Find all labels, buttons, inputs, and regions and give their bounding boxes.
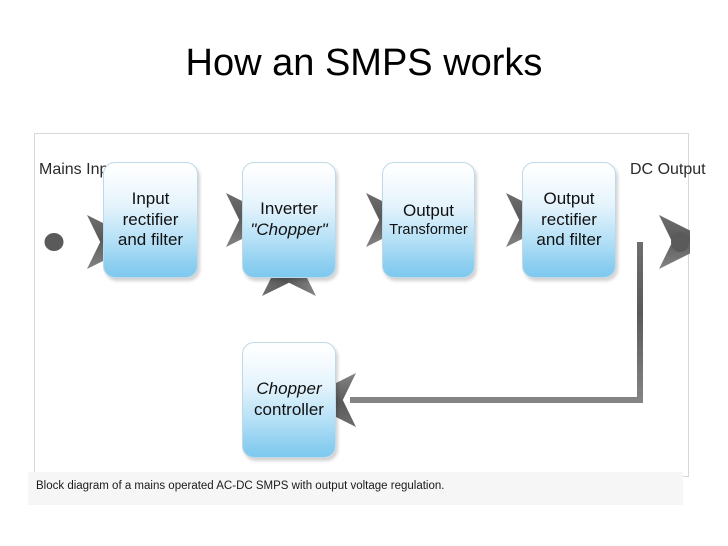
diagram-frame: Mains Input DC Output Input rectifier an… bbox=[34, 133, 706, 477]
figure-caption: Block diagram of a mains operated AC-DC … bbox=[36, 480, 445, 492]
block-chopper-controller-line2: controller bbox=[254, 400, 324, 419]
block-inverter-line2: "Chopper" bbox=[250, 220, 328, 239]
block-input-rectifier-line2: rectifier bbox=[122, 209, 179, 229]
block-output-rectifier-line3: and filter bbox=[536, 230, 602, 250]
block-chopper-controller-line1: Chopper bbox=[256, 379, 322, 399]
block-output-rectifier-line1: Output bbox=[543, 188, 595, 208]
block-inverter-chopper[interactable]: Inverter "Chopper" bbox=[242, 162, 336, 278]
block-output-transformer[interactable]: Output Transformer bbox=[382, 162, 475, 278]
mains-input-label-line1: Mains bbox=[39, 161, 82, 178]
block-inverter-line1: Inverter bbox=[260, 199, 318, 219]
dc-output-label-line2: Output bbox=[657, 161, 706, 178]
block-input-rectifier-line3: and filter bbox=[117, 230, 184, 250]
block-output-rectifier[interactable]: Output rectifier and filter bbox=[522, 162, 616, 278]
figure-caption-band: Block diagram of a mains operated AC-DC … bbox=[28, 472, 683, 505]
block-output-rectifier-line2: rectifier bbox=[541, 209, 597, 229]
block-output-transformer-line2: Transformer bbox=[389, 221, 468, 238]
block-input-rectifier-line1: Input bbox=[131, 188, 170, 208]
block-input-rectifier[interactable]: Input rectifier and filter bbox=[103, 162, 198, 278]
block-output-transformer-line1: Output bbox=[402, 200, 455, 220]
dc-output-label: DC Output bbox=[630, 160, 706, 180]
page-title: How an SMPS works bbox=[185, 42, 543, 84]
dc-output-label-line1: DC bbox=[630, 161, 654, 178]
mains-input-terminal bbox=[44, 233, 64, 251]
block-chopper-controller[interactable]: Chopper controller bbox=[242, 342, 336, 458]
dc-output-terminal bbox=[671, 232, 689, 252]
smps-block-diagram-figure: Mains Input DC Output Input rectifier an… bbox=[28, 127, 706, 505]
